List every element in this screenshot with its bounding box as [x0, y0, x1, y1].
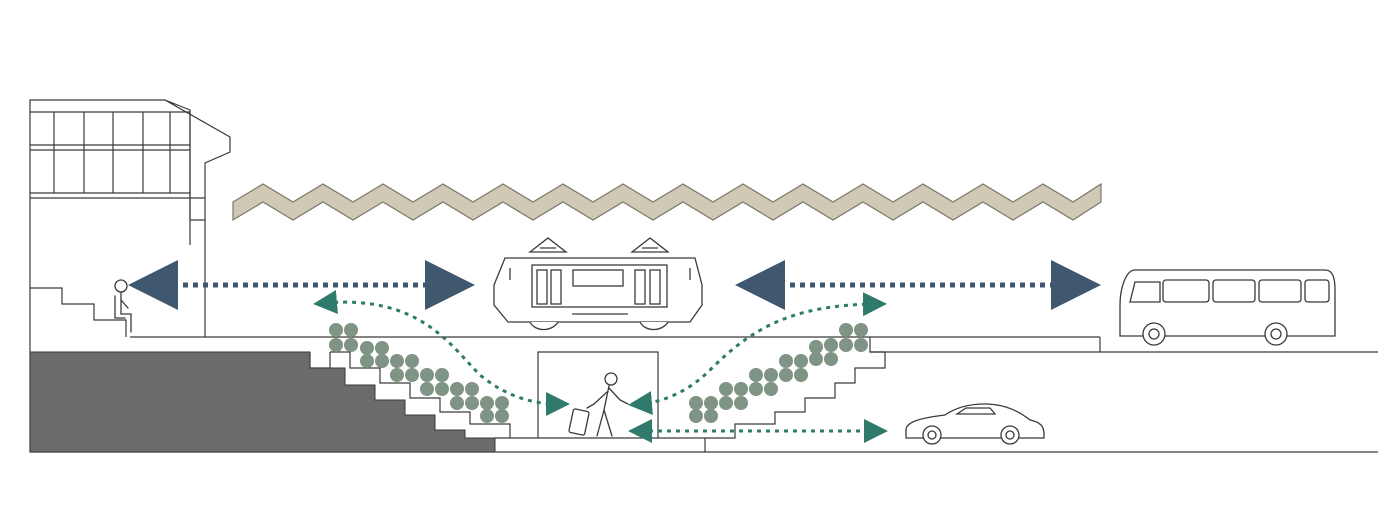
car-icon [905, 403, 1045, 445]
bus-icon [1119, 269, 1336, 346]
seated-person-icon [114, 279, 132, 333]
traveler-with-suitcase-icon [568, 372, 629, 437]
retaining-earth [29, 351, 496, 453]
flow-curve-right [628, 292, 887, 415]
boulders-right [689, 323, 868, 423]
sawtooth-roof [232, 182, 1102, 222]
tram-icon [493, 237, 703, 331]
underground-entrance [537, 351, 659, 438]
